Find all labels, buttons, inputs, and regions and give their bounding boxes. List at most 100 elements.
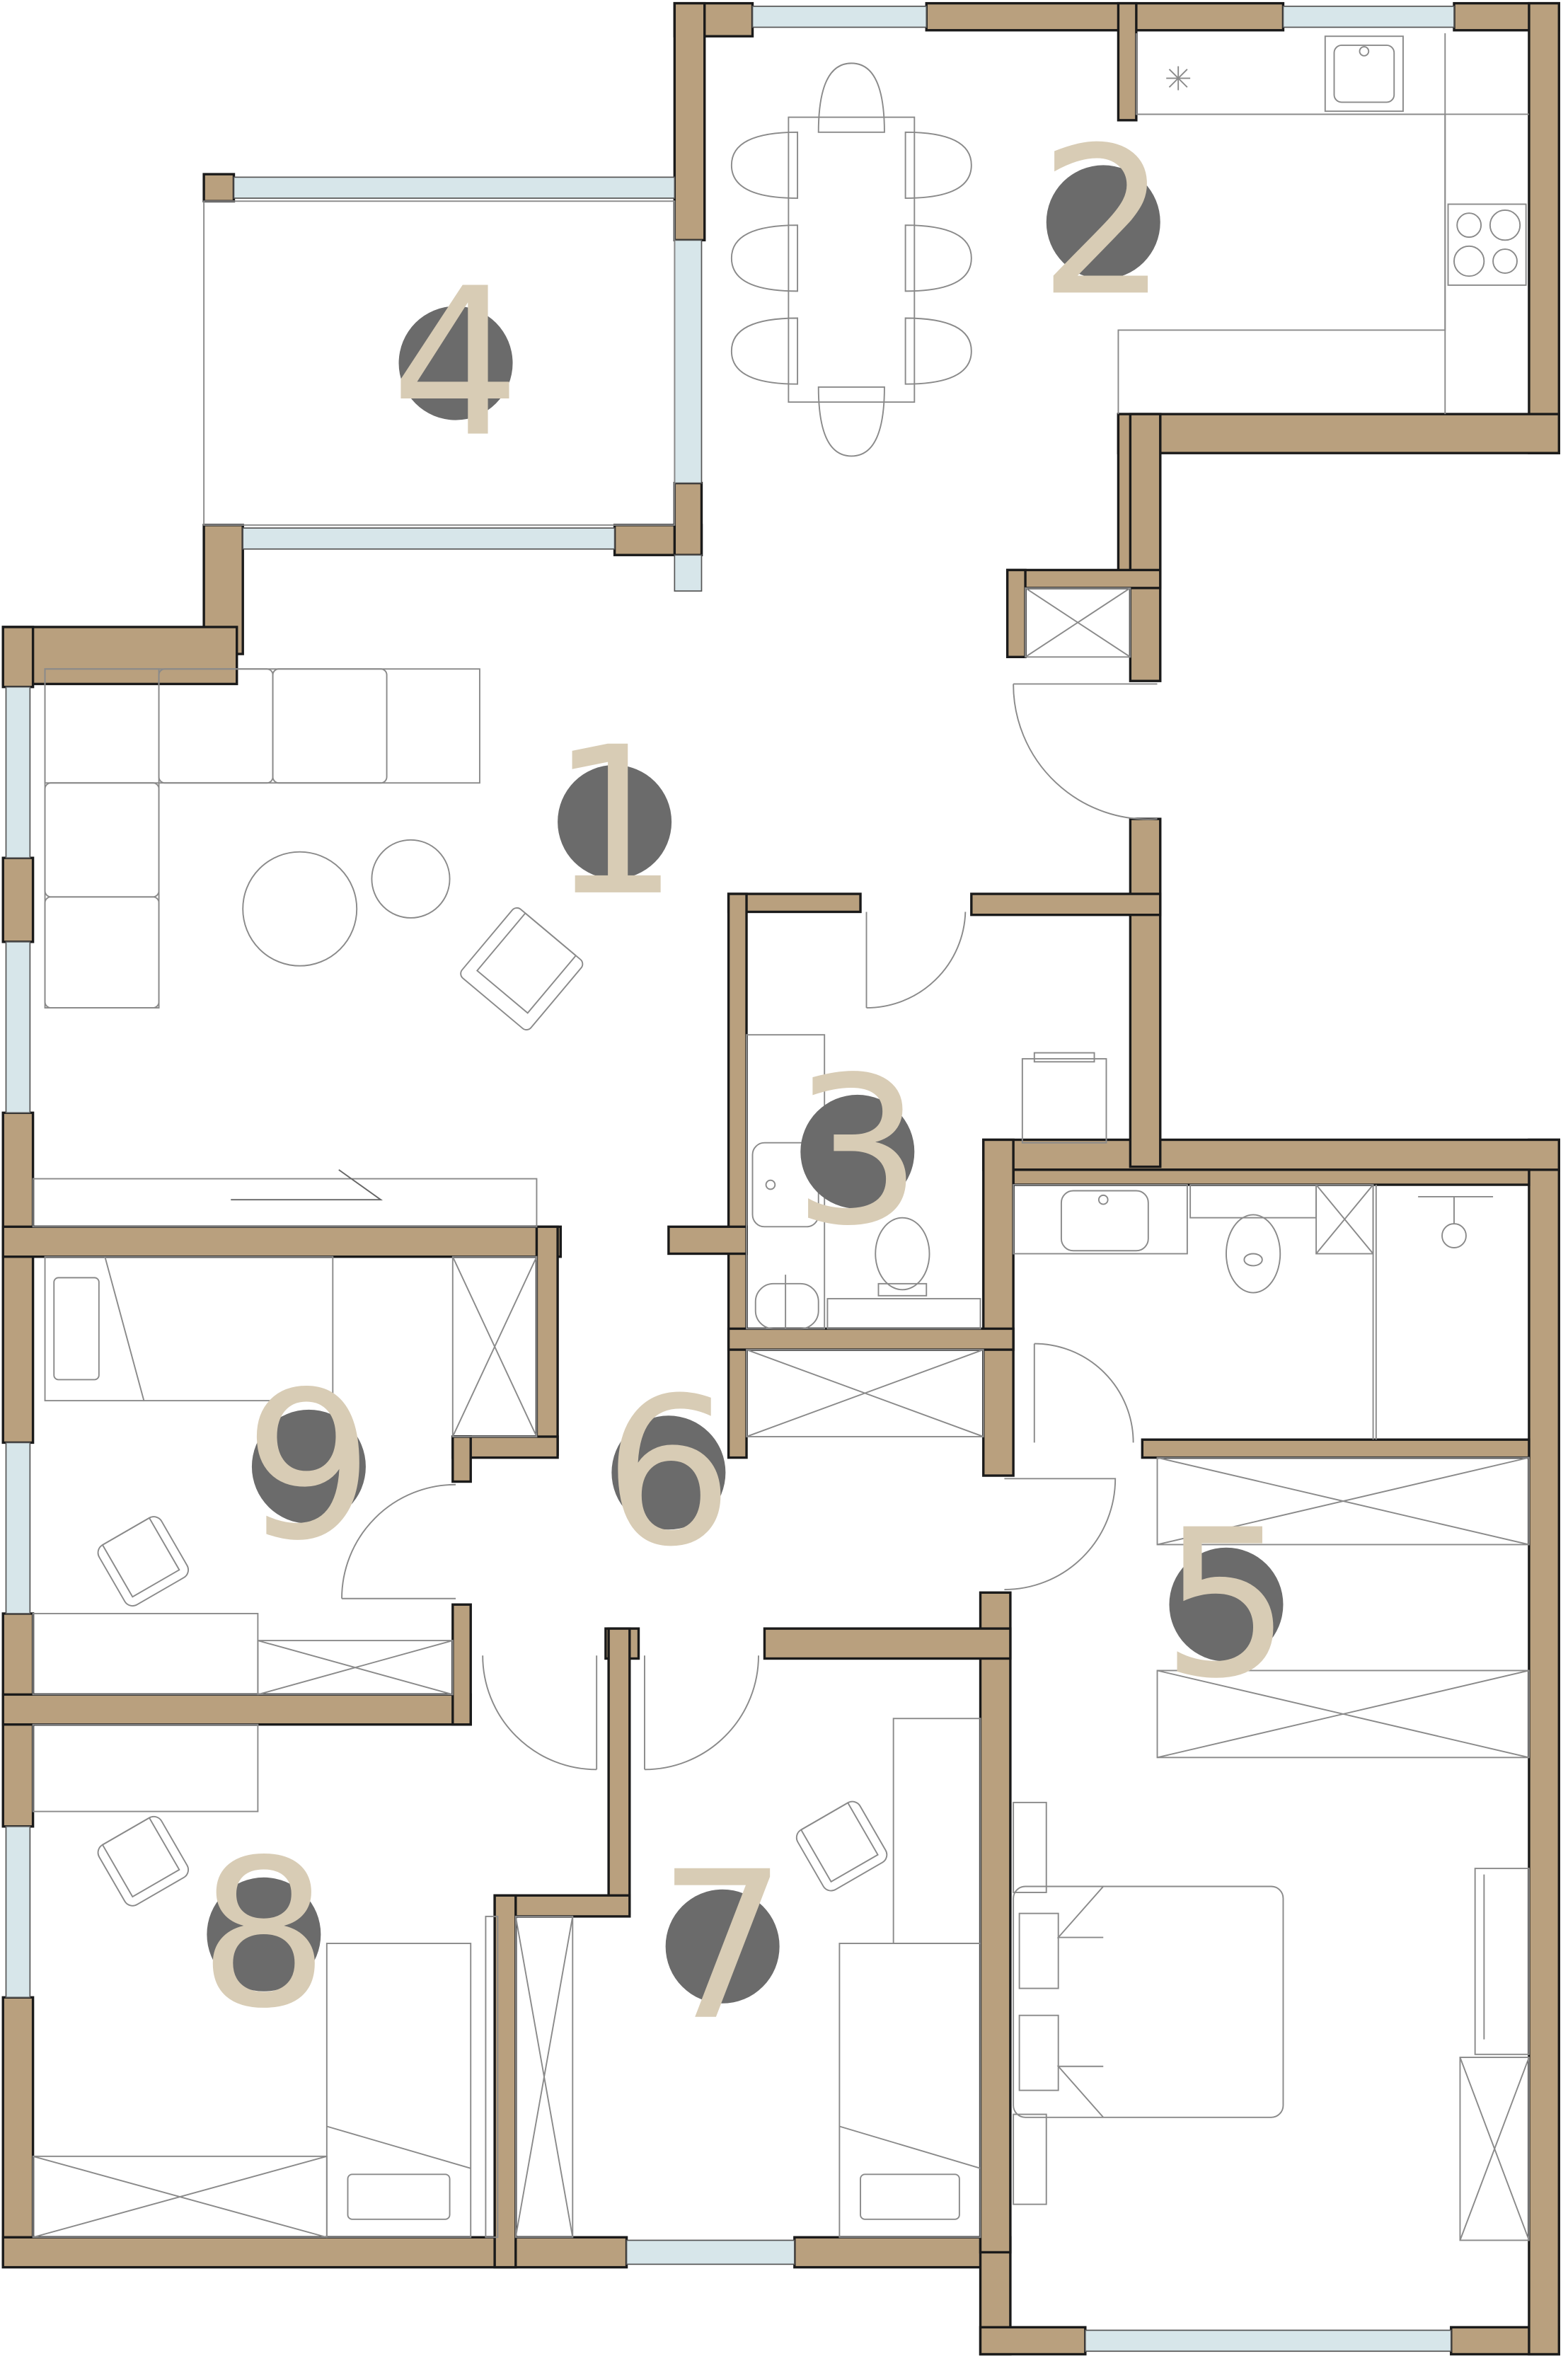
wardrobe-icon [257, 1640, 454, 1696]
door-swing-icon [1004, 1478, 1117, 1590]
room-number-4: 4 [391, 245, 520, 482]
toilet-icon [1226, 1214, 1281, 1294]
wall-segment [970, 892, 1162, 916]
wardrobe-icon [1315, 1184, 1374, 1255]
window-icon [242, 527, 616, 550]
armchair-icon [795, 1800, 888, 1892]
wall-segment [673, 481, 703, 556]
window-icon [1084, 2329, 1452, 2352]
wardrobe-icon [1156, 1456, 1530, 1546]
room-badges: 1 2 3 4 5 6 7 8 [199, 103, 1291, 2064]
wall-segment [1117, 1, 1138, 122]
sofa-icon [44, 668, 480, 1009]
wall-segment [982, 1138, 1560, 1171]
wall-segment [535, 1225, 559, 1456]
wardrobe-icon [485, 1915, 499, 2239]
armchair-icon [97, 1815, 190, 1907]
wall-segment [673, 1, 706, 242]
bed-icon [325, 1943, 472, 2239]
room-number-3: 3 [792, 1033, 922, 1270]
wardrobe-icon [451, 1255, 538, 1437]
wall-segment [982, 1138, 1015, 1477]
wall-segment [451, 1603, 472, 1726]
stove-icon [1447, 203, 1527, 286]
room-badge-6: 6 [604, 1354, 733, 1591]
wall-segment [1012, 1168, 1530, 1186]
wall-segment [1, 1225, 563, 1258]
window-icon [5, 941, 31, 1114]
wall-segment [1, 626, 35, 689]
window-icon [1282, 6, 1455, 28]
room-number-9: 9 [244, 1348, 374, 1585]
wall-segment [793, 2236, 1006, 2269]
room-number-8: 8 [199, 1816, 328, 2053]
shower-icon [754, 1275, 819, 1330]
coffee-table [242, 851, 358, 967]
door-swing-icon [1033, 1343, 1134, 1443]
wardrobe-icon [746, 1349, 984, 1437]
wall-segment [1129, 817, 1162, 1168]
wall-segment [979, 2326, 1087, 2356]
wall-segment [1005, 568, 1162, 590]
wall-segment [1, 1693, 472, 1726]
wall-segment [1, 856, 35, 943]
window-icon [5, 1442, 31, 1614]
room-number-6: 6 [604, 1354, 733, 1591]
window-icon [751, 6, 928, 28]
windows [5, 6, 1455, 2352]
wall-segment [451, 1435, 472, 1483]
side-table [371, 839, 451, 919]
window-icon [5, 1825, 31, 1999]
wall-segment [1129, 413, 1162, 682]
wall-segment [763, 1627, 1012, 1660]
room-badge-2: 2 [1039, 103, 1168, 340]
room-number-2: 2 [1039, 103, 1168, 340]
wall-segment [1, 1111, 35, 1444]
fan-icon [1166, 66, 1191, 91]
wall-segment [1528, 1, 1560, 454]
door-swing-icon [482, 1655, 598, 1771]
wall-segment [667, 1225, 748, 1255]
wall-segment [607, 1627, 631, 1915]
sink-icon [1324, 35, 1404, 113]
window-icon [233, 176, 676, 199]
wall-segment [1005, 568, 1027, 658]
wall-segment [1, 2236, 628, 2269]
door-swing-icon [1013, 683, 1158, 820]
wardrobe-icon [1025, 587, 1131, 658]
wall-segment [1, 1996, 35, 2266]
wall-segment [1, 626, 238, 686]
wardrobe-icon [514, 1915, 574, 2239]
shower-icon [1418, 1196, 1494, 1248]
door-swing-icon [644, 1655, 759, 1771]
wardrobe-icon [1459, 2057, 1530, 2241]
tv-console [32, 1178, 538, 1228]
wardrobe-icon [32, 2155, 328, 2239]
bed-icon [1013, 1801, 1284, 2205]
wall-segment [925, 1, 1285, 32]
wall-segment [727, 1327, 1015, 1351]
room-number-1: 1 [550, 703, 679, 941]
dining-table-icon [730, 62, 972, 457]
wall-segment [1528, 1138, 1560, 2356]
window-icon [674, 554, 703, 592]
kitchen-counter [1117, 33, 1529, 415]
bed-icon [838, 1943, 981, 2239]
wall-segment [202, 173, 236, 202]
window-icon [626, 2239, 795, 2265]
door-swing-icon [865, 912, 967, 1009]
sink-icon [1013, 1184, 1188, 1255]
room-badge-7: 7 [657, 1828, 787, 2065]
furniture [32, 33, 1530, 2241]
room-number-7: 7 [657, 1828, 787, 2065]
wall-segment [979, 1591, 1012, 2254]
room-badge-5: 5 [1161, 1486, 1291, 1723]
toilet-icon [875, 1217, 930, 1297]
wall-segment [1117, 413, 1560, 454]
room-badge-3: 3 [792, 1033, 922, 1270]
balcony-area [203, 200, 676, 526]
room-badge-4: 4 [391, 245, 520, 482]
room-number-5: 5 [1161, 1486, 1291, 1723]
